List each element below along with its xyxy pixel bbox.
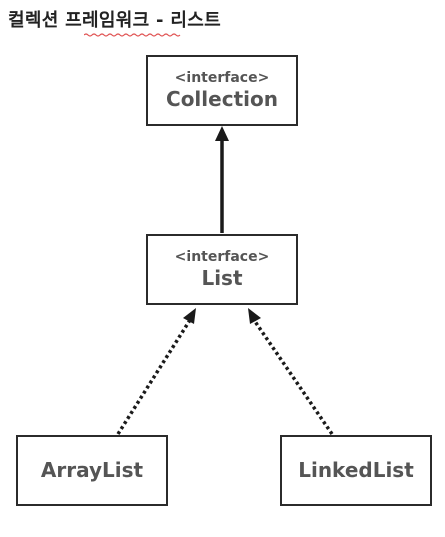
linkedlist-class-box: LinkedList: [280, 435, 432, 506]
arrowhead-list-left: [183, 308, 196, 324]
arrowhead-list-right: [248, 308, 261, 324]
arraylist-class-box: ArrayList: [16, 435, 168, 506]
page-title: 컬렉션 프레임워크 - 리스트: [8, 10, 221, 31]
arrowhead-collection: [215, 126, 229, 141]
list-interface-box: <interface> List: [146, 234, 298, 305]
edge-linkedlist-to-list: [252, 319, 334, 435]
node-name: LinkedList: [298, 458, 414, 482]
stereotype-label: <interface>: [174, 248, 270, 265]
node-name: Collection: [166, 86, 278, 111]
stereotype-label: <interface>: [174, 69, 270, 86]
collection-interface-box: <interface> Collection: [146, 55, 298, 126]
spellcheck-underline: [84, 33, 181, 37]
edge-arraylist-to-list: [116, 319, 192, 435]
node-name: ArrayList: [40, 458, 144, 482]
node-name: List: [201, 265, 243, 290]
